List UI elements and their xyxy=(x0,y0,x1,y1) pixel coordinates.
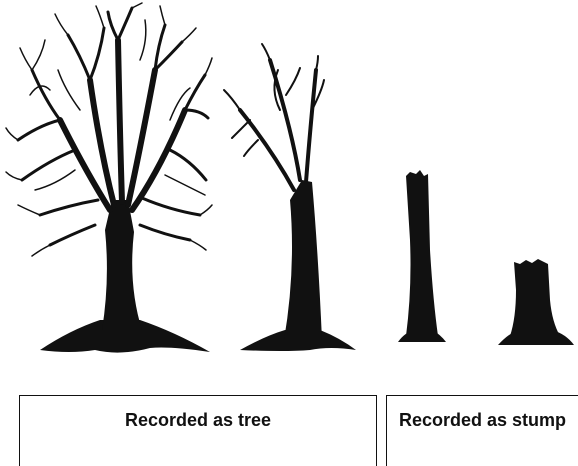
broken-tree-drawing xyxy=(223,43,356,351)
broken-tree-roots xyxy=(240,330,356,351)
tall-snag-trunk xyxy=(406,170,438,336)
recorded-as-tree-label: Recorded as tree xyxy=(19,395,377,466)
recorded-as-tree-text: Recorded as tree xyxy=(124,410,272,430)
recorded-as-stump-label: Recorded as stump xyxy=(386,395,578,466)
recorded-as-stump-text: Recorded as stump xyxy=(398,410,567,430)
short-stump-trunk xyxy=(510,259,560,336)
tall-snag-drawing xyxy=(398,170,446,342)
tree-condition-illustration xyxy=(5,2,574,353)
full-tree-trunk xyxy=(102,200,142,330)
full-tree-roots xyxy=(40,320,210,353)
short-stump-drawing xyxy=(498,259,574,345)
broken-tree-trunk xyxy=(284,180,322,340)
full-tree-drawing xyxy=(5,2,213,353)
